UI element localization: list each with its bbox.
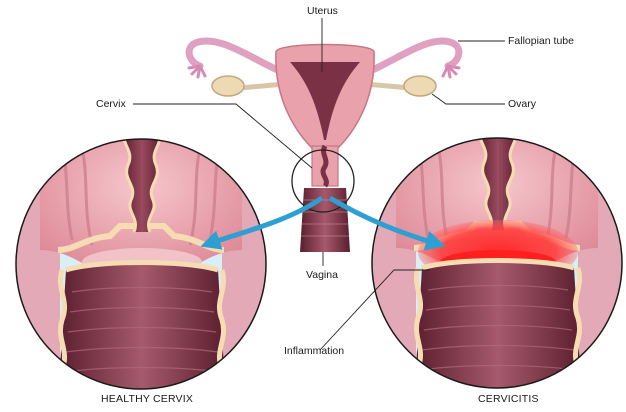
caption-cervicitis: CERVICITIS bbox=[478, 393, 539, 405]
label-inflammation: Inflammation bbox=[284, 345, 344, 357]
label-ovary: Ovary bbox=[508, 98, 536, 110]
vagina bbox=[300, 188, 350, 252]
ovary-right bbox=[404, 76, 436, 96]
healthy-cervix-zoom bbox=[10, 130, 272, 410]
cervicitis-zoom bbox=[366, 128, 626, 408]
label-fallopian-tube: Fallopian tube bbox=[508, 35, 574, 47]
label-vagina: Vagina bbox=[306, 269, 338, 281]
ovary-left bbox=[212, 76, 244, 96]
fallopian-tube-left bbox=[189, 41, 282, 72]
label-uterus: Uterus bbox=[307, 5, 338, 17]
label-cervix: Cervix bbox=[96, 98, 126, 110]
fallopian-tube-right bbox=[368, 41, 459, 72]
caption-healthy-cervix: HEALTHY CERVIX bbox=[101, 393, 193, 405]
